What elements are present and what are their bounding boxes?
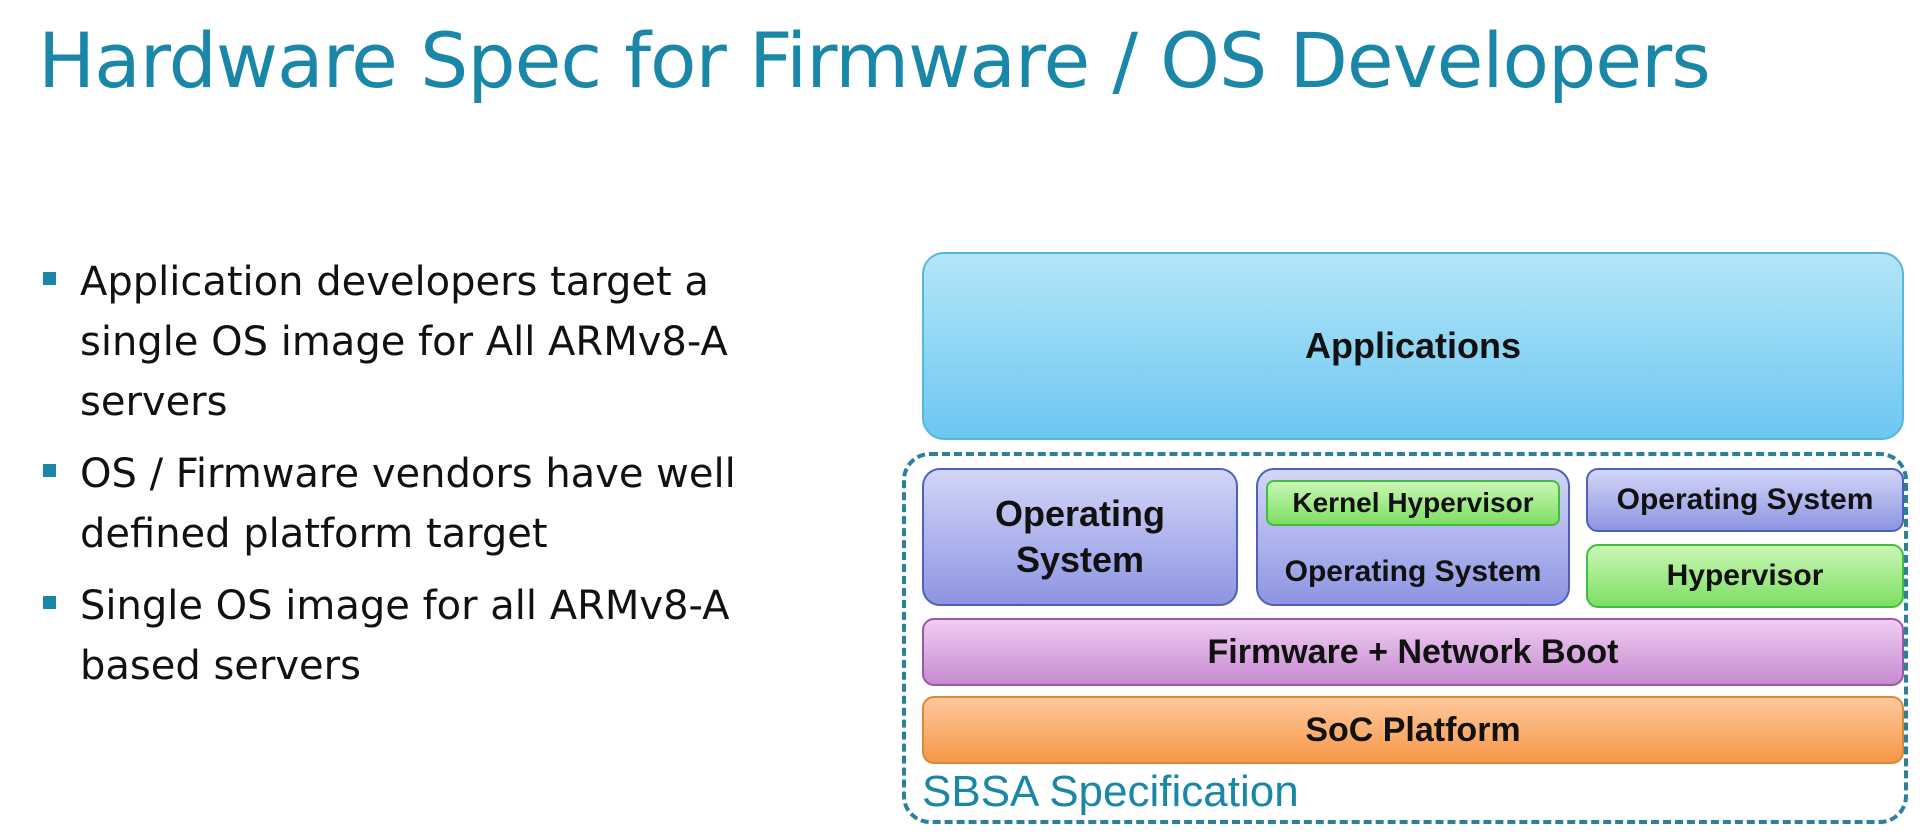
bullet-marker: [43, 464, 56, 477]
soc-platform-block: SoC Platform: [922, 696, 1904, 764]
bullet-text: Application developers target a single O…: [80, 259, 728, 425]
firmware-network-boot-label: Firmware + Network Boot: [1207, 632, 1619, 671]
hypervisor-label: Hypervisor: [1666, 559, 1824, 592]
applications-block: Applications: [922, 252, 1904, 440]
bullet-item: Single OS image for all ARMv8-A based se…: [40, 576, 800, 696]
bullet-item: Application developers target a single O…: [40, 252, 800, 432]
bullet-text: Single OS image for all ARMv8-A based se…: [80, 583, 730, 689]
operating-system-block-right: Operating System: [1586, 468, 1904, 532]
hypervisor-block: Hypervisor: [1586, 544, 1904, 608]
slide-title: Hardware Spec for Firmware / OS Develope…: [38, 16, 1711, 105]
bullet-list: Application developers target a single O…: [40, 252, 800, 708]
kernel-hypervisor-block: Kernel Hypervisor: [1266, 480, 1560, 526]
bullet-text: OS / Firmware vendors have well defined …: [80, 451, 736, 557]
soc-platform-label: SoC Platform: [1305, 710, 1521, 749]
bullet-marker: [43, 596, 56, 609]
bullet-item: OS / Firmware vendors have well defined …: [40, 444, 800, 564]
kernel-hypervisor-label: Kernel Hypervisor: [1292, 487, 1534, 518]
operating-system-label-right: Operating System: [1616, 483, 1874, 516]
operating-system-block-left: Operating System: [922, 468, 1238, 606]
operating-system-label-middle: Operating System: [1284, 555, 1542, 588]
firmware-network-boot-block: Firmware + Network Boot: [922, 618, 1904, 686]
operating-system-label-left: Operating System: [994, 493, 1165, 580]
applications-label: Applications: [1304, 325, 1522, 366]
sbsa-specification-frame: [902, 452, 1908, 824]
bullet-marker: [43, 272, 56, 285]
sbsa-specification-label: SBSA Specification: [922, 767, 1299, 816]
